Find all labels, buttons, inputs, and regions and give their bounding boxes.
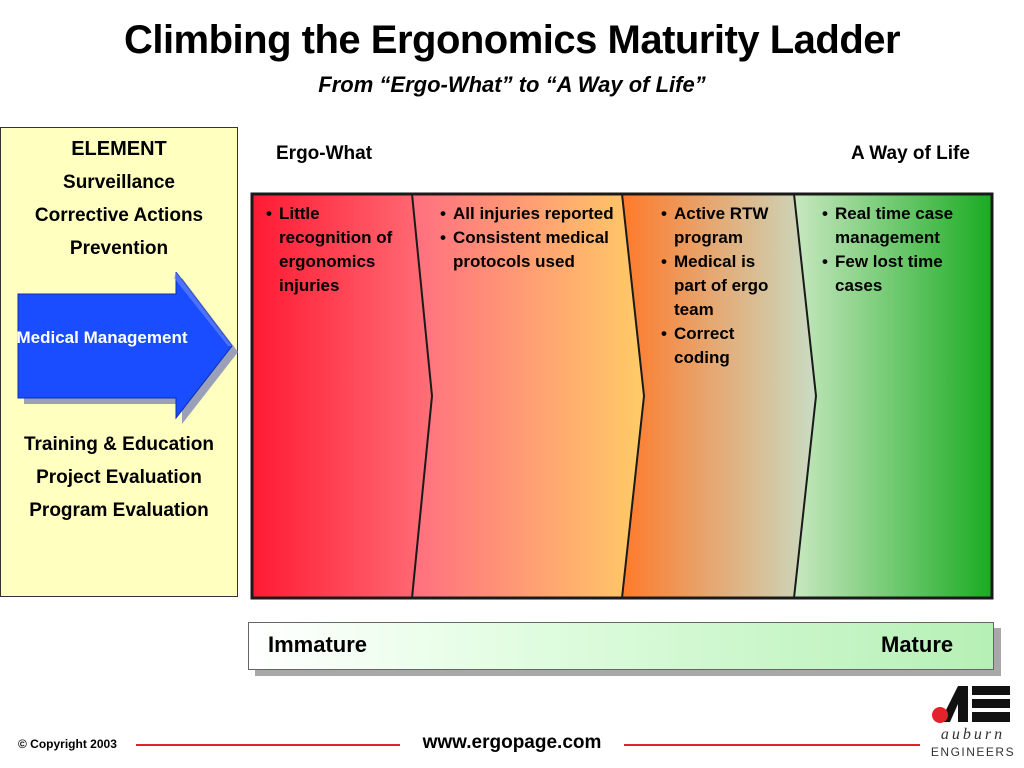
stage-1-text: Little recognition of ergonomics injurie…: [266, 202, 416, 298]
element-item-project-evaluation: Project Evaluation: [36, 467, 202, 488]
logo-wordmark: auburn: [940, 726, 1006, 743]
footer-divider-left: [136, 744, 400, 746]
stage-3-bullet: Active RTW program: [661, 202, 791, 250]
stage-4-bullet: Real time case management: [822, 202, 982, 250]
stage-4-bullet: Few lost time cases: [822, 250, 982, 298]
footer-divider-right: [624, 744, 920, 746]
stage-2-text: All injuries reported Consistent medical…: [440, 202, 625, 274]
maturity-right-label: Mature: [881, 632, 954, 657]
highlight-arrow: [17, 272, 238, 424]
element-item-corrective-actions: Corrective Actions: [34, 205, 204, 226]
element-item-surveillance: Surveillance: [63, 172, 175, 193]
slide-subtitle: From “Ergo-What” to “A Way of Life”: [318, 72, 706, 97]
element-item-medical-management: Medical Management: [16, 328, 188, 347]
scale-left-label: Ergo-What: [276, 143, 373, 164]
logo-subtext: ENGINEERS: [930, 745, 1016, 759]
footer-url-link[interactable]: www.ergopage.com: [422, 732, 602, 753]
stage-2-bullet: Consistent medical protocols used: [440, 226, 625, 274]
maturity-bar: [248, 622, 994, 670]
element-heading: ELEMENT: [71, 138, 167, 160]
stage-1-bullet: Little recognition of ergonomics injurie…: [266, 202, 416, 298]
element-item-training-education: Training & Education: [23, 434, 214, 455]
element-item-program-evaluation: Program Evaluation: [29, 500, 209, 521]
copyright-text: © Copyright 2003: [18, 737, 117, 751]
stage-3-text: Active RTW program Medical is part of er…: [661, 202, 791, 370]
auburn-engineers-logo: [932, 686, 1010, 723]
element-item-prevention: Prevention: [69, 238, 169, 259]
maturity-left-label: Immature: [268, 632, 368, 657]
stage-3-bullet: Correct coding: [661, 322, 791, 370]
stage-2-bullet: All injuries reported: [440, 202, 625, 226]
slide-title: Climbing the Ergonomics Maturity Ladder: [123, 18, 901, 62]
stage-2-band: [412, 194, 644, 598]
stage-4-text: Real time case management Few lost time …: [822, 202, 982, 298]
scale-right-label: A Way of Life: [851, 143, 970, 164]
stage-3-bullet: Medical is part of ergo team: [661, 250, 791, 322]
